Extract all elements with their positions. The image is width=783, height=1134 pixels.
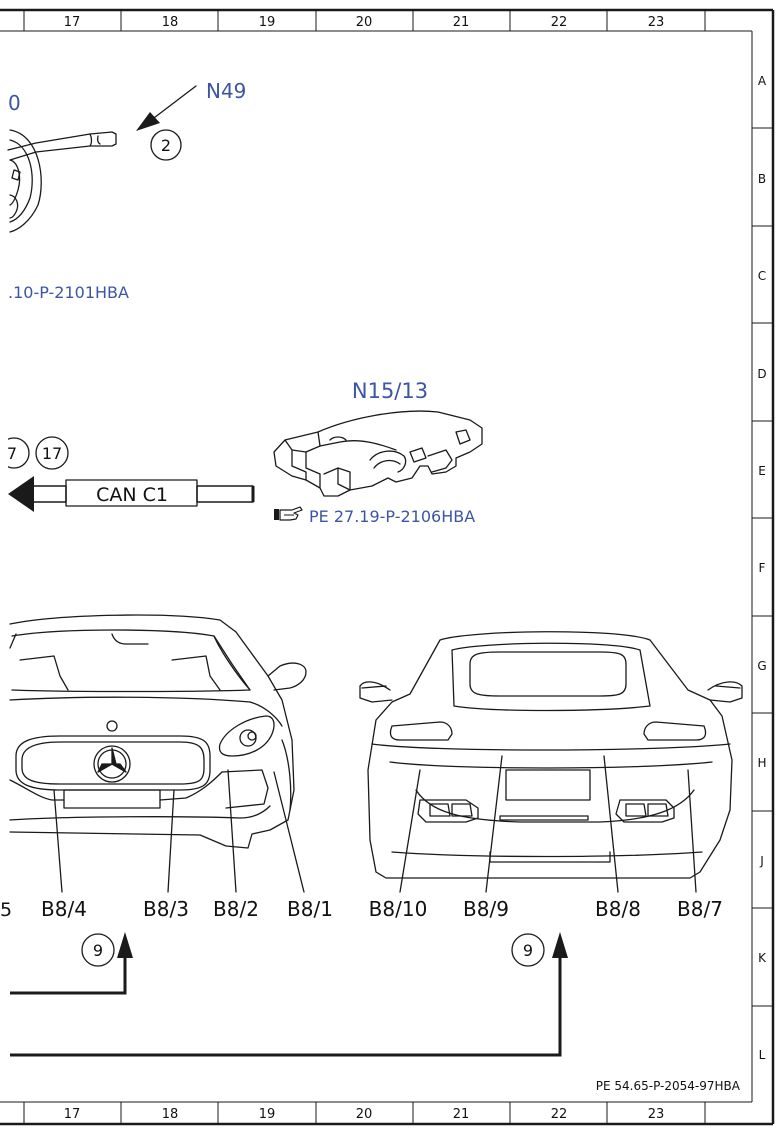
col-label: 23 bbox=[648, 15, 665, 30]
can-c1-label: CAN C1 bbox=[96, 484, 168, 506]
col-label: 20 bbox=[356, 1107, 373, 1122]
sensor-label-b8-2: B8/2 bbox=[213, 897, 259, 921]
svg-text:9: 9 bbox=[93, 941, 103, 960]
row-label: J bbox=[759, 854, 764, 868]
svg-text:9: 9 bbox=[523, 941, 533, 960]
row-labels: A B C D E F G H J K L bbox=[757, 74, 767, 1062]
front-sensor-partial: 5 bbox=[0, 899, 12, 921]
n15-13-reference: PE 27.19-P-2106HBA bbox=[274, 506, 475, 526]
front-car-drawing bbox=[9, 614, 307, 849]
circle-callout-2: 2 bbox=[150, 129, 182, 161]
col-label: 18 bbox=[162, 1107, 179, 1122]
col-label: 17 bbox=[64, 1107, 81, 1122]
steering-lever-drawing bbox=[7, 129, 117, 233]
arrow-left-icon bbox=[8, 476, 34, 512]
column-labels-bottom: 17 18 19 20 21 22 23 bbox=[64, 1107, 665, 1122]
front-sensor-leaders bbox=[53, 769, 305, 893]
row-label: F bbox=[759, 561, 766, 575]
footer-reference: PE 54.65-P-2054-97HBA bbox=[596, 1079, 741, 1093]
rear-car-drawing bbox=[359, 631, 743, 879]
col-label: 19 bbox=[259, 15, 276, 30]
column-ticks-bottom bbox=[23, 1102, 706, 1124]
sensor-label-b8-4: B8/4 bbox=[41, 897, 87, 921]
front-sensor-wire bbox=[10, 932, 133, 995]
svg-text:2: 2 bbox=[161, 136, 171, 155]
row-label: K bbox=[758, 951, 767, 965]
arrow-up-icon bbox=[552, 932, 568, 958]
col-label: 23 bbox=[648, 1107, 665, 1122]
circle-callout-9-front: 9 bbox=[81, 933, 115, 967]
arrow-up-icon bbox=[117, 932, 133, 958]
col-label: 21 bbox=[453, 1107, 470, 1122]
col-label: 20 bbox=[356, 15, 373, 30]
can-c1-bus: CAN C1 bbox=[8, 476, 255, 512]
sensor-label-b8-9: B8/9 bbox=[463, 897, 509, 921]
col-label: 17 bbox=[64, 15, 81, 30]
row-label: H bbox=[757, 756, 766, 770]
svg-text:7: 7 bbox=[7, 444, 17, 463]
circle-callout-9-rear: 9 bbox=[511, 933, 545, 967]
col-label: 21 bbox=[453, 15, 470, 30]
sensor-label-b8-10: B8/10 bbox=[369, 897, 428, 921]
row-label: G bbox=[757, 659, 766, 673]
n15-13-ref-text: PE 27.19-P-2106HBA bbox=[309, 507, 475, 526]
row-label: C bbox=[758, 269, 766, 283]
col-label: 19 bbox=[259, 1107, 276, 1122]
control-module-drawing bbox=[273, 410, 483, 497]
drawing-frame bbox=[0, 8, 775, 1126]
pointing-hand-icon bbox=[274, 506, 303, 521]
n15-13-label: N15/13 bbox=[352, 379, 428, 403]
row-label: A bbox=[758, 74, 767, 88]
column-labels-top: 17 18 19 20 21 22 23 bbox=[64, 15, 665, 30]
n49-pointer-arrow bbox=[136, 85, 197, 131]
rear-sensor-leaders bbox=[399, 755, 697, 893]
circle-callout-7: 7 bbox=[0, 437, 30, 469]
rear-sensor-wire bbox=[10, 932, 568, 1057]
n49-label: N49 bbox=[206, 79, 246, 103]
col-label: 18 bbox=[162, 15, 179, 30]
n49-reference: .10-P-2101HBA bbox=[8, 283, 129, 302]
sensor-label-b8-8: B8/8 bbox=[595, 897, 641, 921]
row-label: L bbox=[759, 1048, 766, 1062]
row-label: B bbox=[758, 172, 766, 186]
row-ticks bbox=[752, 127, 773, 1007]
row-label: D bbox=[757, 367, 766, 381]
partial-label: 0 bbox=[8, 91, 21, 115]
column-ticks-top bbox=[23, 10, 706, 31]
svg-text:17: 17 bbox=[42, 444, 62, 463]
col-label: 22 bbox=[551, 15, 568, 30]
circle-callout-17: 17 bbox=[35, 436, 69, 470]
col-label: 22 bbox=[551, 1107, 568, 1122]
sensor-label-b8-1: B8/1 bbox=[287, 897, 333, 921]
sensor-label-b8-3: B8/3 bbox=[143, 897, 189, 921]
row-label: E bbox=[758, 464, 766, 478]
sensor-label-b8-7: B8/7 bbox=[677, 897, 723, 921]
